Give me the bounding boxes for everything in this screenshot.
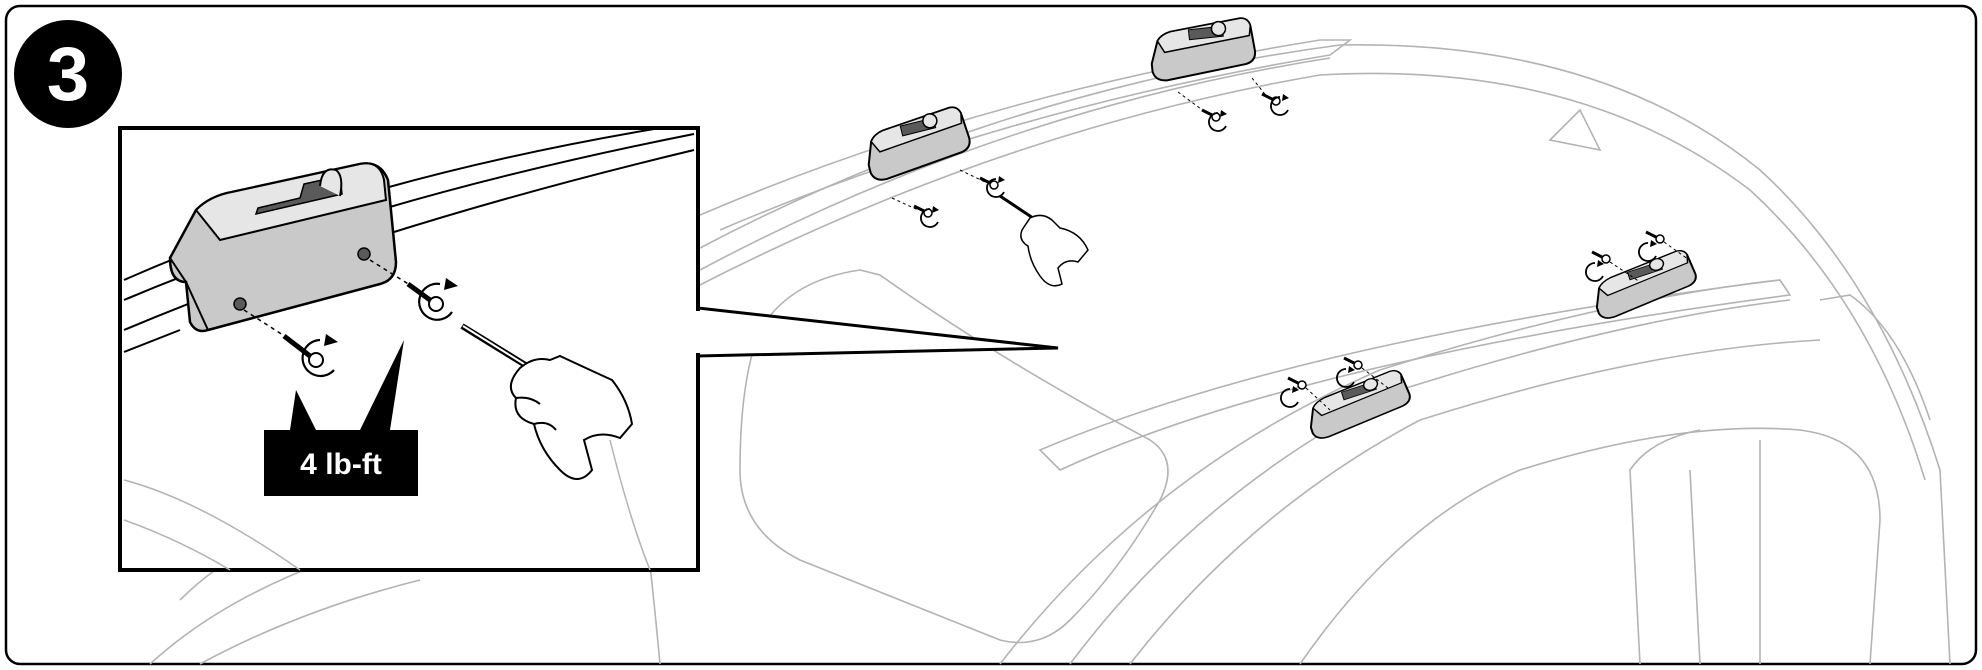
screw-icon [243,259,444,368]
callout-box [118,126,700,572]
hand-icon [509,354,634,480]
rotate-arrow-icon [301,282,453,378]
screw-icon [891,77,1693,411]
torque-label: 4 lb-ft [264,340,418,496]
detail-callout: 4 lb-ft [118,126,1059,572]
torque-value: 4 lb-ft [300,448,382,481]
step-number: 3 [47,32,89,117]
hand-icon [999,194,1089,287]
step-badge: 3 [14,20,122,128]
roof-rail-rear [1038,279,1792,471]
